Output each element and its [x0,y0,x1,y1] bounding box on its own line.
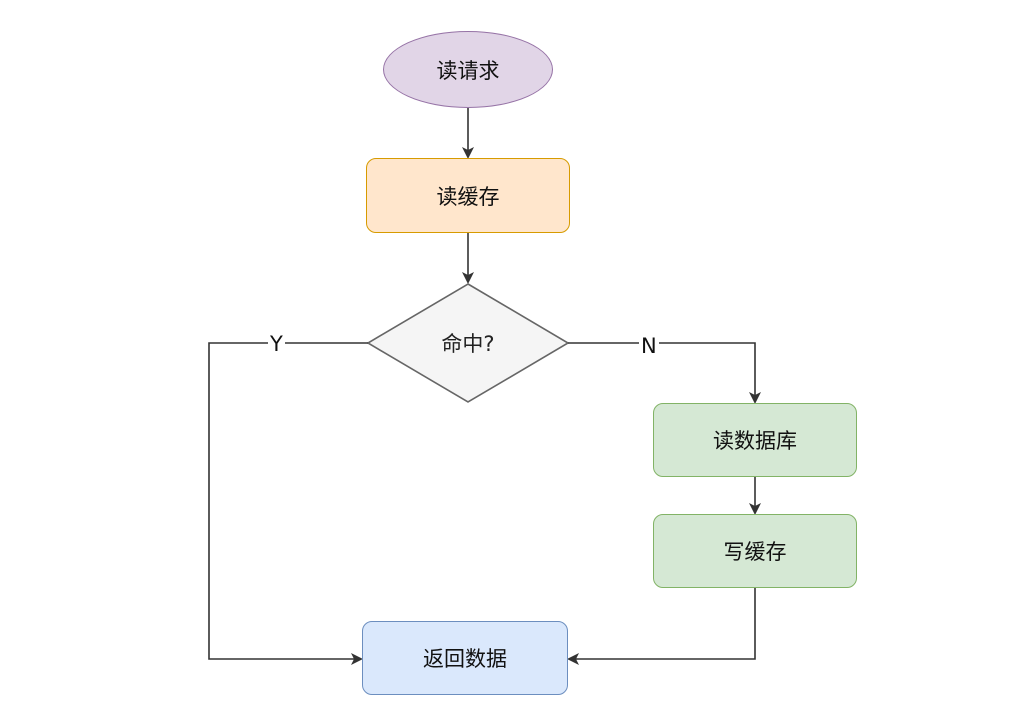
node-hit-decision: 命中? [398,323,538,363]
edge-write-cache-to-return [567,588,756,665]
node-return-data: 返回数据 [362,621,568,695]
node-read-request-label: 读请求 [436,58,500,83]
edge-hit-no-to-db [568,342,761,404]
edge-label-no: N [639,334,659,358]
node-hit-label: 命中? [441,332,495,356]
node-read-db: 读数据库 [653,403,857,477]
node-read-cache: 读缓存 [366,158,570,233]
node-write-cache-label: 写缓存 [723,540,787,564]
node-read-db-label: 读数据库 [713,429,797,453]
node-write-cache: 写缓存 [653,514,857,588]
node-return-data-label: 返回数据 [423,647,507,671]
edge-hit-yes-to-return [208,342,368,665]
edge-label-yes: Y [268,332,285,356]
hit-diamond-shape [366,283,570,403]
node-read-request: 读请求 [383,31,553,108]
node-read-cache-label: 读缓存 [436,184,500,209]
